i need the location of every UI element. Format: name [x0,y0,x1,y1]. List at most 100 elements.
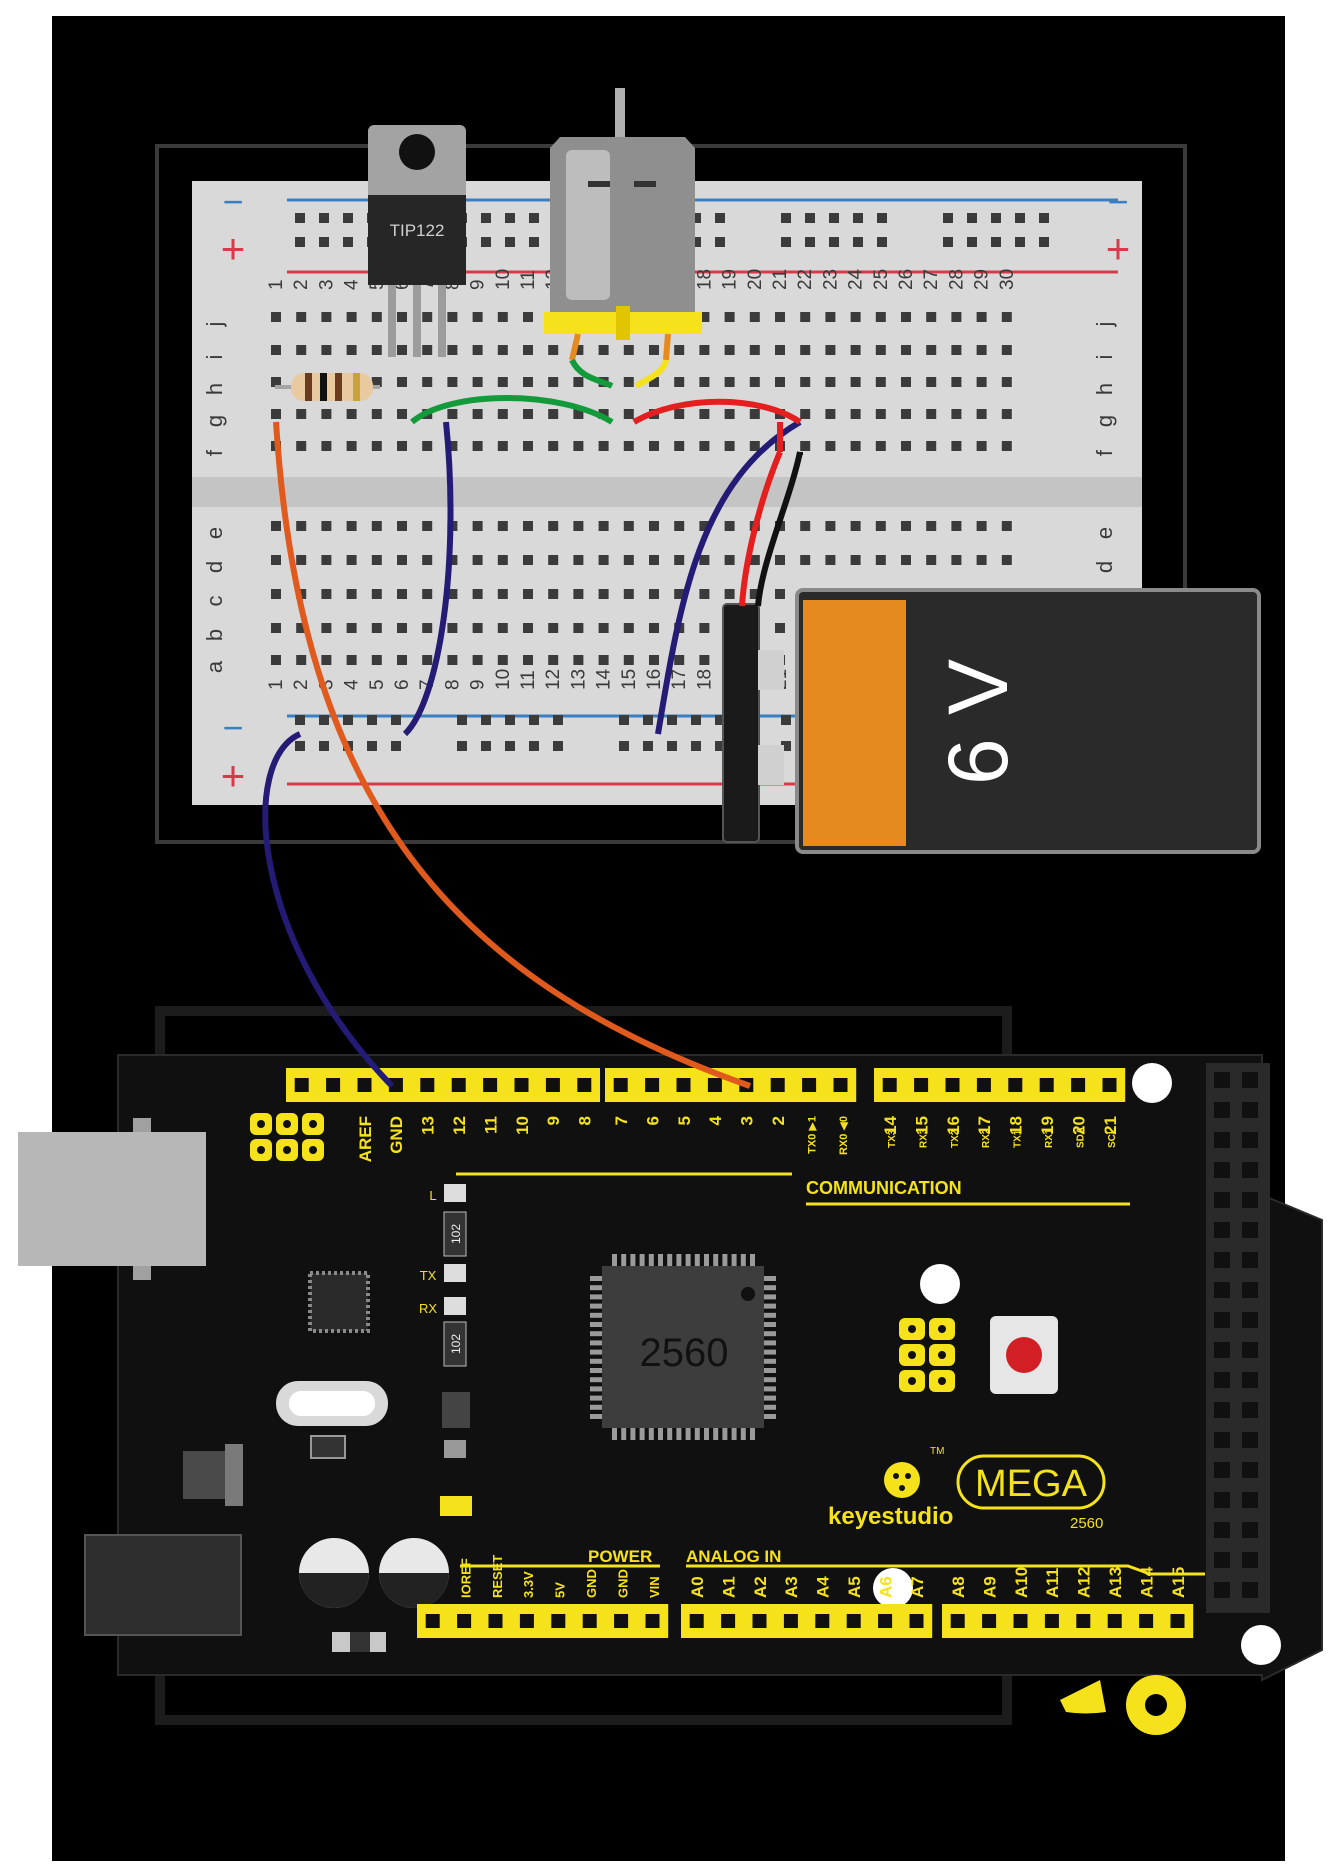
breadboard-hole [497,409,508,419]
breadboard-hole [346,555,357,565]
rail-hole [805,213,815,223]
breadboard-hole [523,312,533,322]
pin-header-hole [846,1614,861,1628]
power-pin-label: 3.3V [521,1571,536,1598]
resistor-band-4 [353,373,360,401]
chip-pin [590,1303,602,1309]
wires [262,358,803,1089]
top-pin-label: 4 [706,1115,725,1125]
chip-pin [764,1340,776,1346]
chip-pin [764,1331,776,1337]
reset-button[interactable] [1006,1337,1042,1373]
top-pin-label: 15 [912,1116,931,1135]
chip-pin [764,1285,776,1291]
column-number-bottom: 8 [442,679,463,690]
breadboard-hole [447,312,458,322]
comm-sub-label: SCL [1107,1128,1118,1148]
breadboard-hole [875,441,886,451]
battery-body [795,588,1261,854]
breadboard-hole [422,623,433,633]
rail-hole [295,237,305,247]
chip-pin [590,1322,602,1327]
row-letter-left: f [202,449,227,456]
chip-pin [731,1428,737,1440]
smd-resistor-1 [443,1211,467,1257]
rail-hole [481,237,491,247]
row-letter-left: a [202,660,227,673]
double-header-hole [1214,1102,1230,1118]
column-number-bottom: 14 [594,668,615,690]
breadboard-hole [573,655,584,665]
analog-pin-label: A14 [1137,1566,1156,1598]
chip-pin [590,1414,602,1419]
breadboard-hole [296,521,307,531]
breadboard-hole [926,555,937,565]
led-rx-label: RX [419,1301,437,1316]
rail-plus-top-left: + [221,225,246,272]
breadboard-hole [296,655,307,665]
chip-pin [648,1254,654,1266]
pin-header-hole [950,1614,965,1628]
column-number-bottom: 1 [266,679,287,690]
double-header-hole [1242,1522,1258,1538]
breadboard-hole [951,377,962,387]
rail-hole [529,715,539,725]
brand-name: keyestudio [828,1503,953,1530]
top-pin-label: 9 [544,1116,563,1125]
breadboard-hole [800,345,811,355]
breadboard-hole [573,377,584,387]
breadboard-hole [699,345,710,355]
transistor-pin-emitter [438,285,446,357]
chip-pin [704,1428,709,1440]
icsp-header-right [899,1318,955,1392]
chip-pin [740,1428,746,1440]
double-header-hole [1214,1222,1230,1238]
voltage-regulator [183,1451,225,1499]
analog-pin-label: A15 [1169,1567,1188,1598]
rail-hole [457,715,467,725]
breadboard-hole [321,623,332,633]
top-pin-label: 13 [419,1116,438,1135]
breadboard-hole [346,521,357,531]
battery-lead-red [739,450,783,607]
analog-in-label: ANALOG IN [686,1547,781,1566]
breadboard-hole [321,521,332,531]
pin-header-hole [357,1078,372,1092]
breadboard-hole [623,521,634,531]
smd-resistor-1-code: 102 [449,1224,463,1244]
breadboard-hole [749,409,760,419]
icsp-pin-hole [908,1351,916,1359]
breadboard-hole [271,589,281,599]
rail-hole [829,213,839,223]
rail-hole [715,213,725,223]
breadboard-hole [472,409,483,419]
rail-hole [391,715,401,725]
breadboard-hole [598,555,609,565]
power-jack [84,1534,242,1636]
pin-header-hole [752,1614,767,1628]
comm-sub-label: TX1 [1013,1129,1024,1148]
breadboard-hole [749,377,760,387]
breadboard-hole [623,441,634,451]
battery-lead-black [755,451,803,607]
breadboard-hole [825,345,836,355]
breadboard-hole [724,521,735,531]
breadboard-hole [296,312,307,322]
column-number-top: 10 [493,269,514,290]
chip-pin [764,1294,776,1300]
motor-shaft [615,88,625,150]
logo-bug-icon [884,1462,920,1498]
breadboard-hole [346,623,357,633]
double-header-hole [1242,1342,1258,1358]
chip-pin [630,1428,636,1440]
breadboard-hole [598,655,609,665]
chip-pin [658,1428,663,1440]
chip-pin [764,1377,776,1383]
chip-pin [740,1254,746,1266]
motor-lead-green [569,358,614,389]
analog-pin-label: A6 [876,1576,895,1598]
chip-pin [658,1254,663,1266]
rail-hole [715,741,725,751]
breadboard-hole [926,312,937,322]
mega-badge [956,1454,1106,1510]
